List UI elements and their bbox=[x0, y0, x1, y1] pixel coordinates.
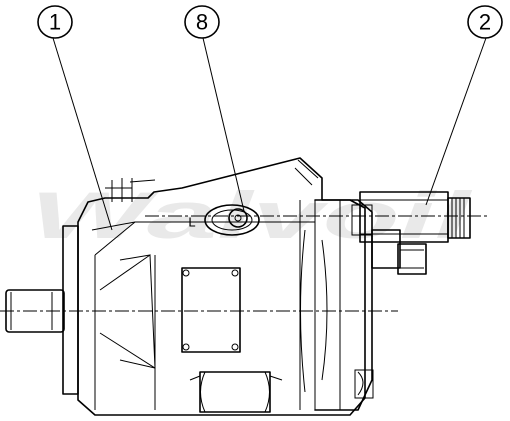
mounting-plate bbox=[181, 267, 241, 353]
watermark-text: Walvoil bbox=[30, 178, 473, 252]
solenoid-valve bbox=[359, 191, 471, 275]
leader-line-8 bbox=[202, 37, 245, 212]
leader-line-2 bbox=[425, 37, 487, 206]
port-l-fitting bbox=[204, 204, 260, 236]
callout-bubble-8: 8 bbox=[184, 5, 220, 39]
port-label-l: L bbox=[188, 215, 195, 230]
bottom-port bbox=[189, 371, 283, 413]
pump-housing bbox=[77, 157, 366, 416]
rear-cover bbox=[314, 199, 374, 411]
callout-bubble-2: 2 bbox=[467, 5, 503, 39]
callout-label-8: 8 bbox=[196, 10, 208, 35]
callout-label-2: 2 bbox=[479, 10, 491, 35]
callout-bubble-1: 1 bbox=[37, 5, 73, 39]
callout-label-1: 1 bbox=[49, 10, 61, 35]
